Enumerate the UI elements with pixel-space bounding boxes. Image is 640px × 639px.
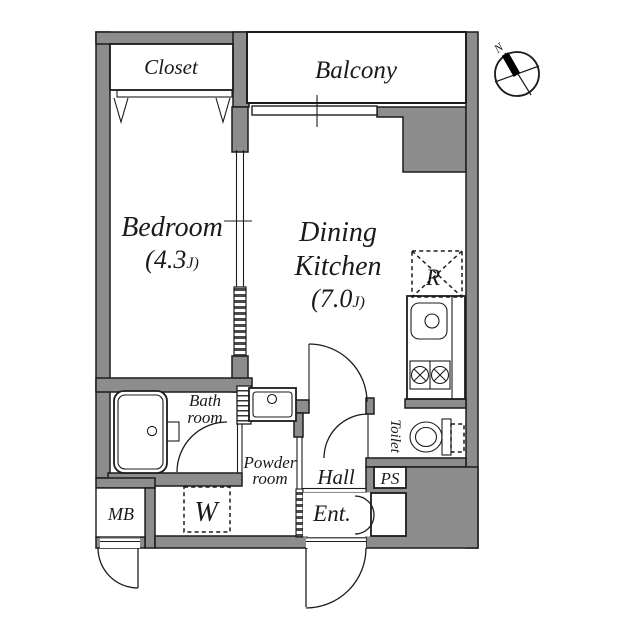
ps-label: PS	[380, 469, 400, 488]
toilet-label: Toilet	[387, 419, 403, 453]
dk-label-1: Dining	[298, 217, 377, 248]
compass-needle	[501, 52, 521, 77]
sliding-door-bedroom-dk	[233, 286, 247, 357]
kitchen-sink	[410, 302, 448, 340]
closet-label: Closet	[144, 55, 199, 79]
bedroom: Bedroom (4.3J)	[121, 212, 223, 274]
pipe-space: PS	[373, 466, 407, 489]
dk-label-2: Kitchen	[293, 251, 381, 282]
refrigerator-label: R	[425, 265, 440, 290]
toilet-room: Toilet	[323, 413, 465, 459]
balcony-label: Balcony	[315, 57, 398, 84]
sliding-door-powder-entrance	[295, 488, 304, 538]
toilet-fixture	[409, 418, 465, 456]
bathroom-label-2: room	[187, 408, 222, 427]
dk-hall-door-arc	[308, 343, 368, 403]
bathroom-label-1: Bath	[189, 391, 221, 410]
thin-partition-powder-hall	[296, 437, 303, 489]
powder-room-label-2: room	[252, 469, 287, 488]
washbasin	[248, 387, 297, 422]
washing-machine-space: W	[183, 486, 231, 533]
closet-door-fold-right	[215, 97, 231, 124]
dk-area: (7.0J)	[311, 284, 365, 313]
stove	[409, 360, 451, 390]
bathtub	[113, 390, 180, 474]
refrigerator-space: R	[411, 250, 463, 298]
compass-north-label: N	[490, 39, 506, 56]
balcony-sliding-window	[251, 105, 378, 116]
meter-box-door	[97, 537, 140, 589]
entrance-door	[305, 537, 367, 609]
meter-box: MB	[95, 487, 146, 589]
sink-faucet	[424, 313, 440, 329]
meter-box-label: MB	[107, 504, 134, 524]
hall-label: Hall	[316, 465, 355, 489]
washer-label: W	[194, 497, 220, 528]
powder-room: Powder room W	[183, 387, 304, 538]
bathroom-door-arc	[176, 421, 228, 473]
hall: Hall	[302, 343, 368, 494]
compass: N	[490, 39, 540, 97]
hall-entrance-step	[302, 487, 367, 494]
balcony: Balcony	[246, 31, 467, 127]
shoe-cabinet	[370, 492, 407, 537]
closet-door-fold-left	[113, 97, 129, 124]
powder-room-label-1: Powder	[243, 453, 297, 472]
bedroom-label: Bedroom	[121, 212, 223, 243]
shoe-cabinet-doors	[354, 495, 375, 535]
kitchen-counter	[406, 295, 466, 400]
bedroom-area: (4.3J)	[145, 245, 199, 274]
dining-kitchen: Dining Kitchen (7.0J)	[293, 217, 381, 313]
entrance-label: Ent.	[312, 501, 351, 526]
bathroom: Bath room	[113, 385, 252, 474]
closet: Closet	[109, 43, 234, 124]
toilet-door-arc	[323, 413, 369, 459]
entrance: Ent.	[303, 492, 407, 609]
bedroom-dk-partition	[224, 150, 252, 357]
